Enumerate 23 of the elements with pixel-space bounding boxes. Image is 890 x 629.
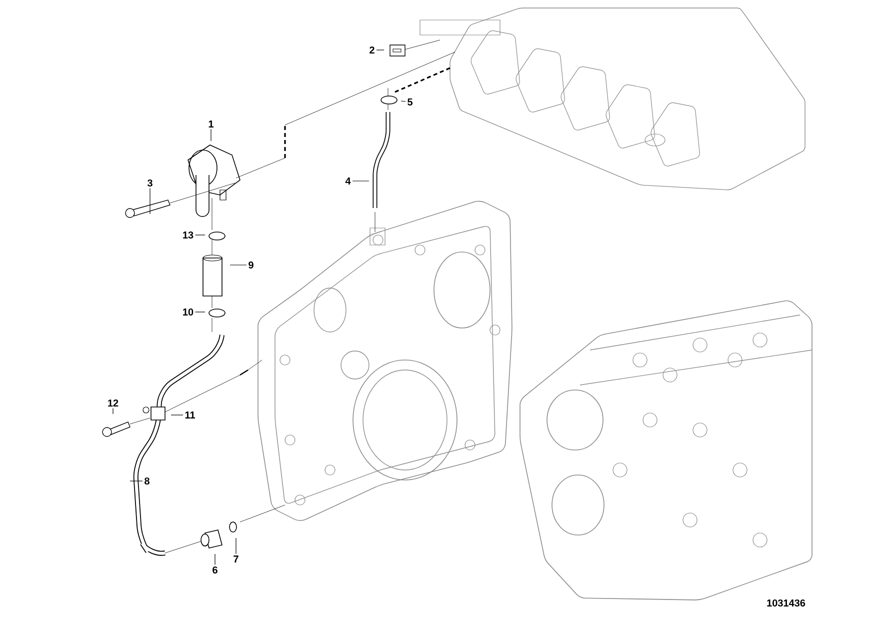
leader-line [210,128,212,142]
leader-line [130,480,143,482]
callout-number: 9 [248,261,254,269]
callout-number: 13 [183,231,194,239]
callout-number: 6 [212,566,218,574]
callout-number: 2 [370,46,374,54]
callout-number: 8 [144,477,150,485]
callout-number: 12 [108,400,118,406]
part-number: 1031436 [767,599,806,607]
leader-line [170,414,184,416]
callout-number: 3 [147,179,152,187]
callout-number: 7 [234,556,238,562]
leader-line [352,180,370,182]
callout-number: 5 [408,98,412,106]
leader-line [214,554,216,566]
leader-line [230,264,247,266]
leader-line [400,100,406,102]
callout-number: 11 [185,412,196,418]
leader-line [112,408,114,414]
callout-number: 1 [208,120,214,128]
callout-number: 4 [345,178,351,184]
leader-line [194,234,206,236]
callout-number: 10 [183,308,194,316]
